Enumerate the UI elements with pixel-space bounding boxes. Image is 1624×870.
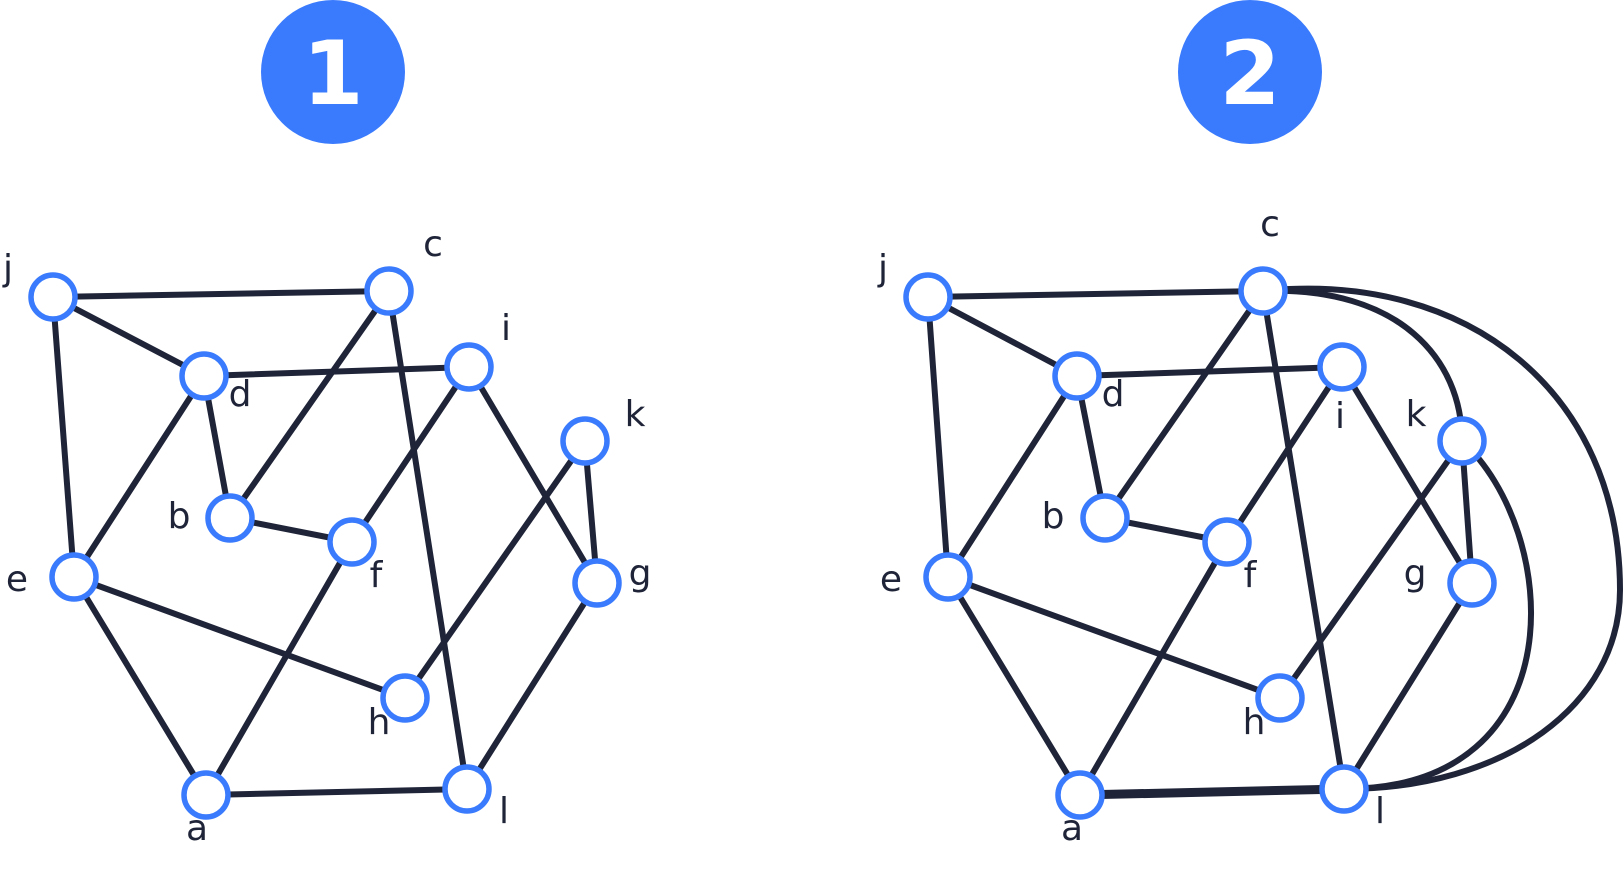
- diagram-2-node-d: [1052, 351, 1102, 401]
- labels-layer: j c d i k b f g e h a l j c d i k b f g e h a l: [2, 204, 1427, 849]
- badge-circle: [1178, 0, 1322, 144]
- diagram-1-edge-e-a: [71, 574, 209, 798]
- diagram-1-edge-j-d: [50, 294, 207, 379]
- diagram-1-edge-d-e: [71, 373, 207, 580]
- diagram-2-edge-e-h: [945, 574, 1283, 701]
- diagram-2-node-label-f: f: [1244, 555, 1258, 596]
- diagram-2-node-i: [1317, 342, 1367, 392]
- diagram-1-edge-f-a: [203, 539, 355, 798]
- diagram-2-node-k: [1437, 416, 1487, 466]
- diagram-2-node-label-e: e: [880, 559, 902, 600]
- diagram-2-edge-c-k: [1260, 287, 1465, 444]
- diagram-1-node-i: [444, 342, 494, 392]
- badges-layer: 1 2: [261, 0, 1322, 144]
- diagram-1-badge: 1: [261, 0, 405, 144]
- diagram-2-edge-f-a: [1077, 539, 1230, 798]
- diagram-1-node-e: [49, 552, 99, 602]
- edges-layer: [50, 285, 1624, 800]
- diagram-2-node-a: [1055, 770, 1105, 820]
- diagram-2-edge-a-l: [1075, 784, 1349, 800]
- diagram-2-edge-i-f: [1224, 364, 1345, 545]
- diagram-1-node-j: [28, 272, 78, 322]
- nodes-layer: [28, 266, 1497, 820]
- diagram-1-node-label-l: l: [499, 791, 509, 832]
- diagram-2-edge-j-c: [925, 288, 1266, 300]
- diagram-2-edge-j-e: [925, 294, 951, 580]
- diagram-1-node-k: [560, 416, 610, 466]
- diagram-1-node-f: [327, 517, 377, 567]
- diagram-1-node-label-c: c: [423, 224, 443, 265]
- diagram-2-node-c: [1238, 266, 1288, 316]
- diagram-1-node-label-h: h: [368, 702, 391, 743]
- badge-number: 1: [302, 22, 363, 125]
- diagram-1-node-label-d: d: [229, 374, 252, 415]
- diagram-1-node-label-g: g: [629, 553, 652, 594]
- diagram-2-edge-c-l: [1260, 288, 1347, 792]
- diagram-2-edge-k-h: [1277, 438, 1465, 701]
- diagram-1-edge-c-b: [227, 288, 392, 521]
- diagram-2-node-label-j: j: [877, 248, 888, 289]
- diagram-2-node-label-l: l: [1375, 791, 1385, 832]
- diagram-2-node-b: [1080, 493, 1130, 543]
- diagram-2-node-label-b: b: [1042, 496, 1065, 537]
- diagram-2-edge-c-b: [1102, 288, 1266, 521]
- diagram-1-node-label-j: j: [2, 248, 13, 289]
- diagram-1-node-label-i: i: [501, 308, 511, 349]
- diagram-1-node-c: [364, 266, 414, 316]
- diagram-1-edge-a-l: [203, 786, 470, 798]
- diagram-2-node-label-i: i: [1335, 396, 1345, 437]
- diagram-2-node-h: [1255, 673, 1305, 723]
- diagram-1-edge-j-c: [50, 288, 392, 300]
- diagram-1-node-b: [205, 493, 255, 543]
- diagram-2-edge-j-d: [925, 294, 1080, 379]
- diagram-1-node-a: [181, 770, 231, 820]
- diagram-2-node-f: [1202, 517, 1252, 567]
- diagram-2-node-label-h: h: [1243, 702, 1266, 743]
- diagram-1-node-label-f: f: [370, 555, 384, 596]
- diagram-2-badge: 2: [1178, 0, 1322, 144]
- diagram-1-edge-i-f: [349, 364, 472, 545]
- diagram-1-node-h: [380, 673, 430, 723]
- diagram-2-node-label-g: g: [1404, 553, 1427, 594]
- diagram-1-node-label-b: b: [168, 496, 191, 537]
- diagram-2-edge-d-e: [945, 373, 1080, 580]
- diagram-1-node-d: [179, 351, 229, 401]
- diagram-2-node-e: [923, 552, 973, 602]
- diagram-1-edge-g-l: [464, 580, 600, 792]
- diagram-2-edge-e-a: [945, 574, 1083, 798]
- diagram-2-edge-c-l: [1260, 285, 1624, 792]
- diagram-2-node-label-a: a: [1061, 808, 1083, 849]
- diagram-2-node-label-c: c: [1260, 204, 1280, 245]
- diagram-1-edge-d-i: [201, 364, 472, 379]
- diagram-2-node-l: [1319, 764, 1369, 814]
- diagram-1-node-l: [442, 764, 492, 814]
- badge-number: 2: [1219, 22, 1280, 125]
- diagram-2-node-g: [1447, 558, 1497, 608]
- diagram-1-edge-i-g: [466, 364, 600, 586]
- diagram-1-node-label-e: e: [6, 559, 28, 600]
- diagram-1-edge-c-l: [386, 288, 470, 792]
- diagram-2-edge-k-l: [1341, 438, 1535, 792]
- diagram-2-node-j: [903, 272, 953, 322]
- diagram-2-edge-g-l: [1341, 580, 1475, 792]
- diagram-1-edge-j-e: [50, 294, 77, 580]
- diagram-2-node-label-k: k: [1406, 394, 1427, 435]
- diagram-1-node-label-k: k: [625, 394, 646, 435]
- diagram-1-node-label-a: a: [186, 808, 208, 849]
- diagram-1-edge-e-h: [71, 574, 408, 701]
- badge-circle: [261, 0, 405, 144]
- diagram-2-node-label-d: d: [1102, 374, 1125, 415]
- diagram-2-edge-i-g: [1339, 364, 1475, 586]
- diagram-1-edge-k-h: [402, 438, 588, 701]
- diagram-1-node-g: [572, 558, 622, 608]
